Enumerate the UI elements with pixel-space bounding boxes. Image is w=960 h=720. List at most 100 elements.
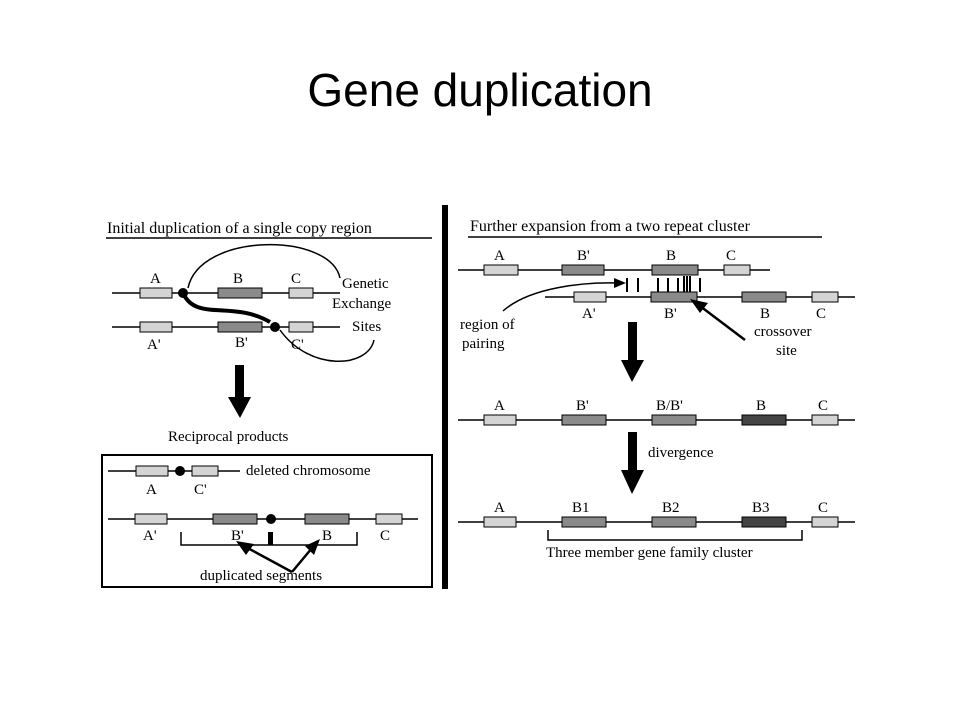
down-arrow-head-1 <box>228 397 251 418</box>
arrow-to-b-line <box>291 547 313 573</box>
final-gene-b1 <box>561 516 607 528</box>
final-gene-b3 <box>741 516 787 528</box>
label-a-prime: A' <box>147 337 161 353</box>
top-label-c: C <box>726 248 736 264</box>
arrow-to-b-head <box>305 539 320 555</box>
label-sites: Sites <box>352 319 381 335</box>
product-gene-c-prime <box>191 465 219 477</box>
down-arrow-head-2 <box>621 360 644 382</box>
second-gene-b-prime <box>650 291 698 303</box>
final-label-b3: B3 <box>752 500 770 516</box>
middle-label-b-prime: B' <box>576 398 589 414</box>
product-label-a: A <box>146 482 157 498</box>
top-gene-c <box>723 264 751 276</box>
top-label-a: A <box>494 248 505 264</box>
second-label-a-prime: A' <box>582 306 596 322</box>
final-gene-a <box>483 516 517 528</box>
panel-divider <box>442 205 448 589</box>
label-pairing: pairing <box>462 336 505 352</box>
second-label-b: B <box>760 306 770 322</box>
down-arrow-shaft-3 <box>628 432 637 472</box>
middle-label-c: C <box>818 398 828 414</box>
second-label-c: C <box>816 306 826 322</box>
product-label-b: B <box>322 528 332 544</box>
middle-label-b: B <box>756 398 766 414</box>
product-label-b-prime: B' <box>231 528 244 544</box>
label-c: C <box>291 271 301 287</box>
products-box <box>101 454 433 588</box>
final-label-a: A <box>494 500 505 516</box>
gene-a <box>139 287 173 299</box>
product-gene-b-prime <box>212 513 258 525</box>
gene-c <box>288 287 314 299</box>
middle-gene-a <box>483 414 517 426</box>
product-gene-a-prime <box>134 513 168 525</box>
down-arrow-shaft-2 <box>628 322 637 362</box>
top-label-b-prime: B' <box>577 248 590 264</box>
exchange-site-2 <box>270 322 280 332</box>
gene-b-prime <box>217 321 263 333</box>
cluster-bracket <box>547 530 803 541</box>
top-gene-b-prime <box>561 264 605 276</box>
middle-gene-b <box>741 414 787 426</box>
label-duplicated-segments: duplicated segments <box>200 568 322 584</box>
label-b-prime: B' <box>235 335 248 351</box>
product-label-c: C <box>380 528 390 544</box>
label-exchange: Exchange <box>332 296 391 312</box>
label-b: B <box>233 271 243 287</box>
label-cluster: Three member gene family cluster <box>546 545 753 561</box>
label-crossover: crossover <box>754 324 811 340</box>
pairing-arrow-line <box>502 282 619 312</box>
left-heading: Initial duplication of a single copy reg… <box>107 220 372 237</box>
pairing-arrow-head <box>614 278 626 288</box>
bracket-center-tick <box>268 532 273 545</box>
left-panel: Initial duplication of a single copy reg… <box>101 220 433 588</box>
slide-title: Gene duplication <box>307 64 653 116</box>
middle-gene-b-prime <box>561 414 607 426</box>
label-deleted-chromosome: deleted chromosome <box>246 463 371 479</box>
gene-a-prime <box>139 321 173 333</box>
middle-label-b-b-prime: B/B' <box>656 398 683 414</box>
second-gene-c <box>811 291 839 303</box>
second-gene-b <box>741 291 787 303</box>
top-label-b: B <box>666 248 676 264</box>
product-gene-a <box>135 465 169 477</box>
arrow-to-b-prime-head <box>236 541 254 555</box>
arrow-to-b-prime-line <box>243 544 293 574</box>
product-gene-c <box>375 513 403 525</box>
middle-label-a: A <box>494 398 505 414</box>
final-gene-c <box>811 516 839 528</box>
second-gene-a-prime <box>573 291 607 303</box>
gene-b <box>217 287 263 299</box>
middle-gene-b-b-prime <box>651 414 697 426</box>
label-reciprocal-products: Reciprocal products <box>168 429 289 445</box>
label-site: site <box>776 343 797 359</box>
final-label-b1: B1 <box>572 500 590 516</box>
middle-gene-c <box>811 414 839 426</box>
top-gene-a <box>483 264 519 276</box>
gene-c-prime <box>288 321 314 333</box>
pointer-arc-lower <box>279 329 375 362</box>
crossover-arrow-head <box>690 299 708 313</box>
product-exchange-site-1 <box>175 466 185 476</box>
product-label-a-prime: A' <box>143 528 157 544</box>
right-heading: Further expansion from a two repeat clus… <box>470 218 751 235</box>
label-a: A <box>150 271 161 287</box>
label-divergence: divergence <box>648 445 714 461</box>
down-arrow-head-3 <box>621 470 644 494</box>
label-genetic: Genetic <box>342 276 389 292</box>
product-exchange-site-2 <box>266 514 276 524</box>
final-label-b2: B2 <box>662 500 680 516</box>
final-gene-b2 <box>651 516 697 528</box>
right-panel: Further expansion from a two repeat clus… <box>458 218 855 561</box>
crossover-line <box>181 292 272 324</box>
down-arrow-shaft-1 <box>235 365 244 397</box>
product-label-c-prime: C' <box>194 482 207 498</box>
second-label-b-prime: B' <box>664 306 677 322</box>
pointer-arc-upper <box>187 244 341 289</box>
crossover-arrow-line <box>699 305 746 341</box>
top-gene-b <box>651 264 699 276</box>
label-region-of: region of <box>460 317 515 333</box>
